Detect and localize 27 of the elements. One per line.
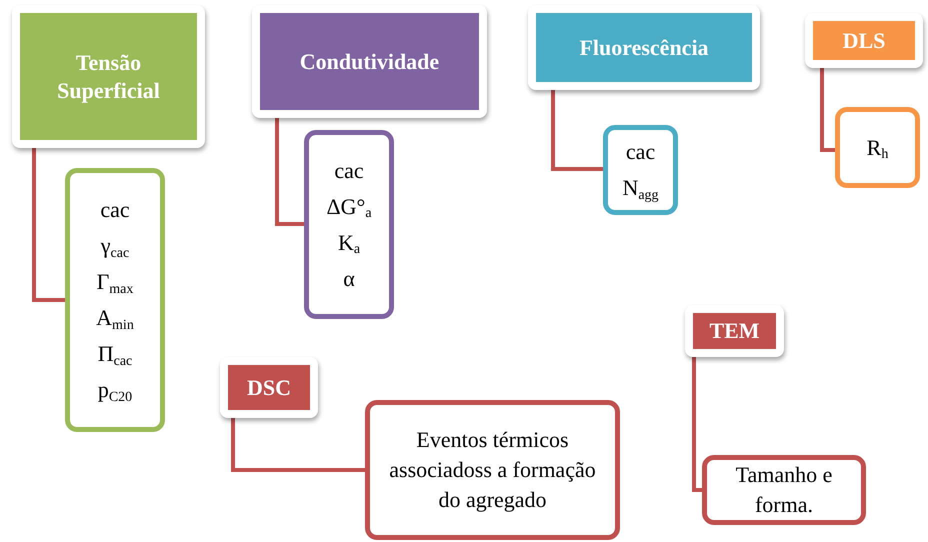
connector-line — [551, 90, 603, 171]
connector-line — [32, 148, 65, 302]
parameter-text: cac — [100, 196, 130, 224]
parameter-text: Π$_{cac}$ — [98, 340, 132, 369]
result-box — [835, 107, 920, 188]
parameter-text: cac — [626, 138, 656, 166]
parameter-text: Tamanho e forma. — [734, 461, 834, 519]
parameter-text: N$_{agg}$ — [622, 174, 659, 203]
connector-line — [692, 357, 702, 492]
parameter-text: K$_{a}$ — [338, 228, 360, 258]
result-box — [304, 130, 394, 319]
connector-line — [275, 118, 304, 226]
parameter-text: ΔG°$_{a}$ — [326, 192, 372, 222]
parameter-text: α — [343, 264, 355, 292]
result-box — [702, 455, 866, 525]
parameter-text: Eventos térmicos associadoss a formação do agregado — [388, 426, 597, 514]
parameter-text: A$_{min}$ — [96, 304, 134, 333]
parameter-text: p$_{C20}$ — [98, 376, 132, 405]
result-box — [603, 125, 678, 215]
result-box — [365, 400, 620, 540]
result-box — [65, 168, 165, 432]
parameter-text: R$_{h}$ — [866, 134, 888, 162]
connector-line — [231, 418, 365, 472]
parameter-text: γ$_{cac}$ — [100, 232, 130, 261]
connector-line — [820, 68, 835, 152]
parameter-text: cac — [334, 156, 364, 184]
parameter-text: Γ$_{max}$ — [96, 268, 134, 297]
